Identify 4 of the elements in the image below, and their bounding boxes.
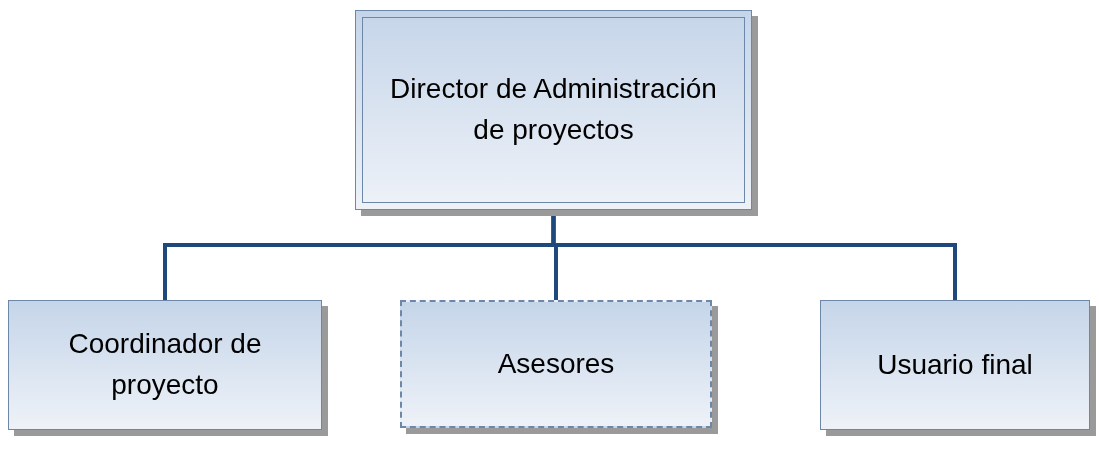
box-label: Usuario final	[877, 347, 1033, 382]
box-label: Director de Administración de proyectos	[389, 72, 718, 147]
box-label: Asesores	[497, 346, 615, 381]
box-label: Coordinador de proyecto	[67, 327, 263, 402]
